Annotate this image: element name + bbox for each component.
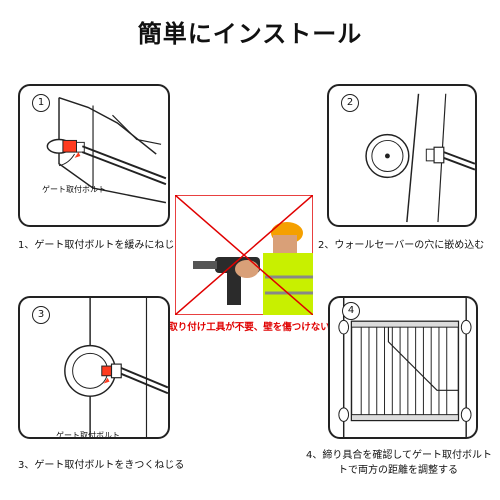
step-4-caption-line1: 4、締り具合を確認してゲート取付ボルト: [306, 450, 493, 461]
step-4-caption-line2: トで両方の距離を調整する: [338, 465, 458, 476]
step-1-caption: 1、ゲート取付ボルトを緩みにねじる: [18, 240, 185, 251]
step-3-panel: 3 ゲート取付ボルト: [18, 296, 170, 439]
drill-worker-crossed-out-image: [174, 194, 314, 316]
step-2-illustration: [365, 93, 475, 223]
step-3-caption: 3、ゲート取付ボルトをきつくねじる: [18, 460, 185, 471]
step-2-number-badge: 2: [341, 94, 359, 112]
step-4-panel: 4: [328, 296, 478, 439]
step-1-number-badge: 1: [32, 94, 50, 112]
step-4-illustration: [338, 298, 472, 437]
drill-illustration: [174, 194, 314, 316]
step-1-illustration: [46, 96, 167, 204]
step-2-caption: 2、ウォールセーバーの穴に嵌め込む: [318, 240, 485, 251]
step-1-panel: 1 ゲート取付ボルト: [18, 84, 170, 227]
step-4-number-badge: 4: [342, 302, 360, 320]
step-3-illustration: [64, 298, 168, 437]
step-2-panel: 2: [327, 84, 477, 227]
page-title: 簡単にインストール: [137, 20, 363, 48]
step-3-number-badge: 3: [32, 306, 50, 324]
step-3-bolt-callout: ゲート取付ボルト: [56, 431, 120, 439]
no-tools-warning: 取り付け工具が不要、壁を傷つけない: [168, 322, 330, 333]
step-1-bolt-callout: ゲート取付ボルト: [42, 185, 106, 194]
